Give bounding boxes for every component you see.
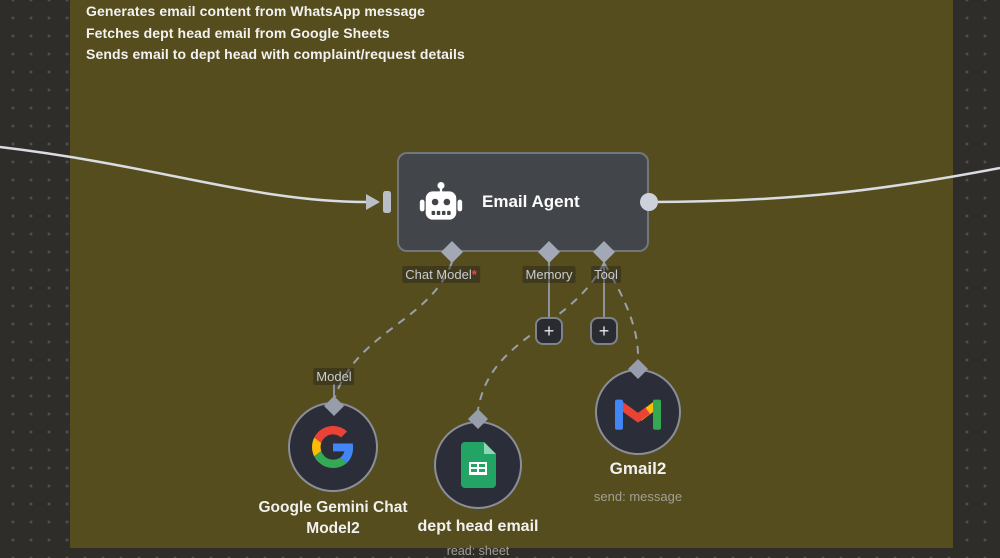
gemini-node-label: Google Gemini Chat Model2 <box>258 499 408 537</box>
sheets-node-label: dept head email <box>417 518 539 535</box>
sheets-node-subtitle: read: sheet <box>446 544 510 558</box>
dept-head-email-node[interactable] <box>434 421 522 509</box>
sticky-line-2: Fetches dept head email from Google Shee… <box>86 24 390 41</box>
port-label-tool: Tool <box>591 266 621 283</box>
add-memory-button[interactable]: + <box>535 317 563 345</box>
gmail-node[interactable] <box>595 369 681 455</box>
required-asterisk: * <box>471 267 477 282</box>
google-sheets-icon <box>461 442 496 488</box>
gmail-icon <box>615 399 661 430</box>
plus-icon: + <box>543 321 555 341</box>
gmail-node-subtitle: send: message <box>593 489 683 504</box>
gemini-chat-model-node[interactable] <box>288 402 378 492</box>
gmail-node-label: Gmail2 <box>609 459 667 478</box>
email-agent-title: Email Agent <box>482 192 580 211</box>
sticky-line-1: Generates email content from WhatsApp me… <box>86 3 426 19</box>
sticky-line-3: Sends email to dept head with complaint/… <box>86 46 465 62</box>
chat-model-label-text: Chat Model <box>405 267 472 282</box>
port-label-model: Model <box>313 368 355 385</box>
add-tool-button[interactable]: + <box>590 317 618 345</box>
port-label-memory: Memory <box>522 266 576 283</box>
robot-icon <box>419 182 463 220</box>
email-agent-node[interactable]: Email Agent <box>397 152 649 252</box>
plus-icon: + <box>598 321 610 341</box>
sticky-note-text: Generates email content from WhatsApp me… <box>86 1 465 66</box>
port-label-chat-model: Chat Model* <box>402 266 480 283</box>
google-g-icon <box>312 426 354 468</box>
